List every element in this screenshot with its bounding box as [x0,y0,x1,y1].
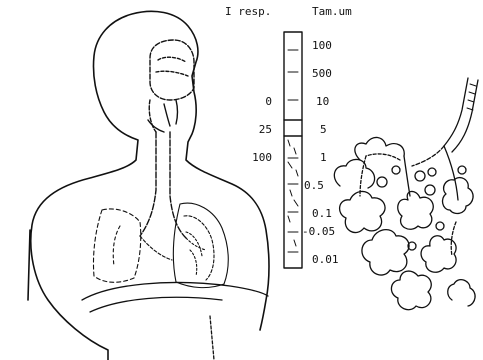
resp-value: 25 [238,124,272,136]
size-value: 5 [320,124,327,136]
resp-value: 0 [238,96,272,108]
diaphragm-lines [82,282,268,360]
size-value: 10 [316,96,329,108]
size-value: 0.5 [304,180,324,192]
size-value: 0.1 [312,208,332,220]
alveoli-cluster [334,78,478,310]
column-header-resp: I resp. [225,6,271,18]
size-value: 0.01 [312,254,339,266]
column-header-size: Tam.um [312,6,352,18]
size-value: 500 [312,68,332,80]
upper-airway [140,40,194,238]
particle-scale-bar [284,32,302,268]
size-value: 100 [312,40,332,52]
human-figure-outline [28,11,269,360]
size-value: -0.05 [302,226,335,238]
lungs [93,203,228,287]
size-value: 1 [320,152,327,164]
resp-value: 100 [238,152,272,164]
